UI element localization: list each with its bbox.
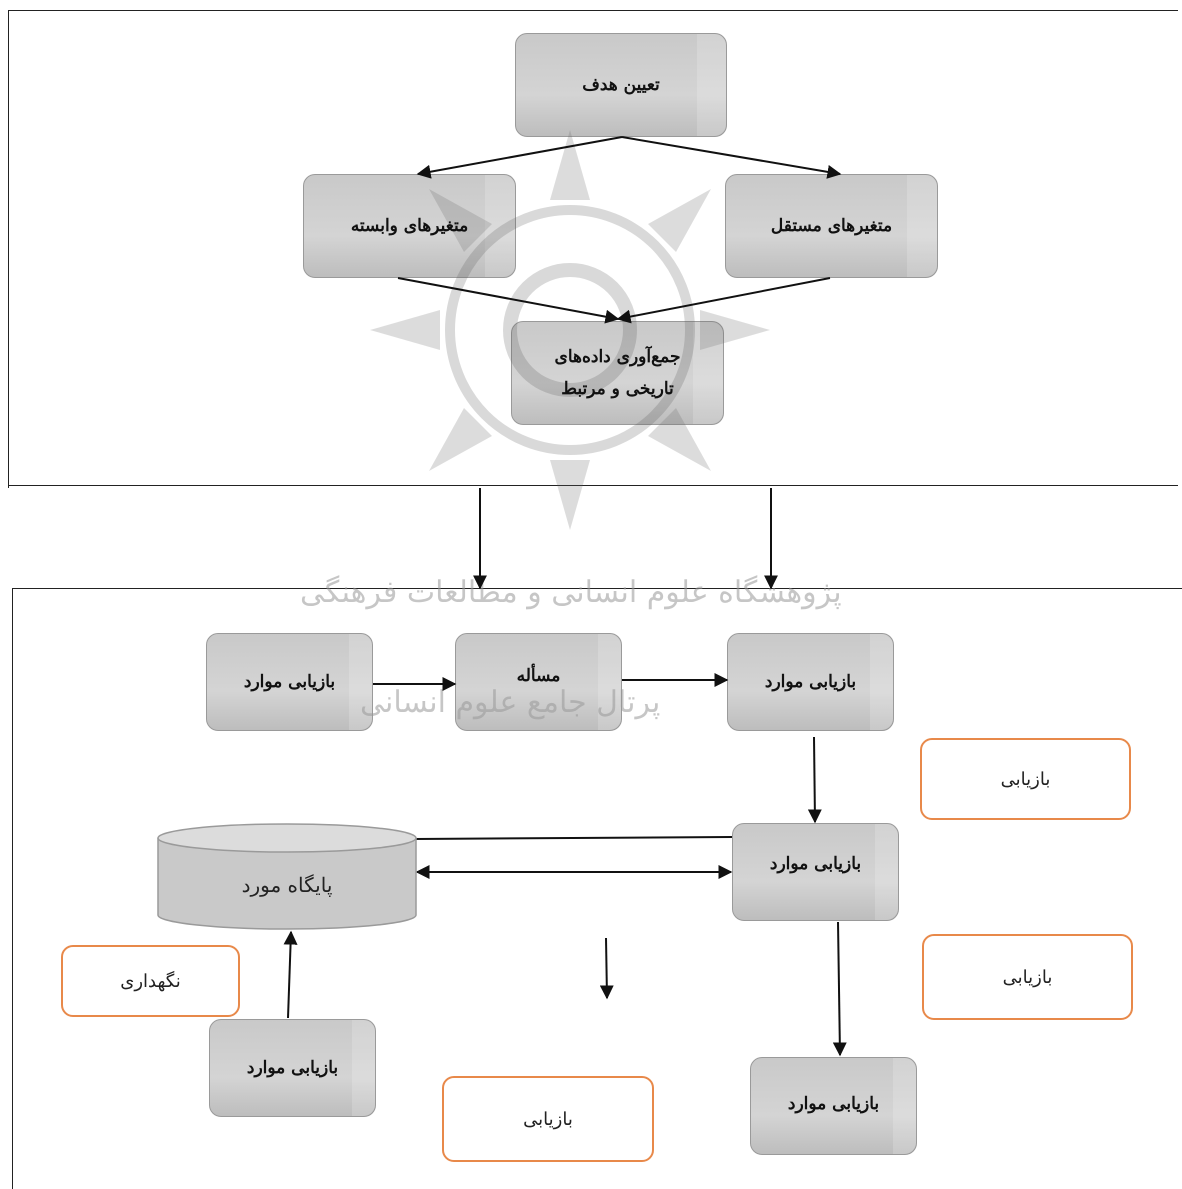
- evaluation-label-3: بازیابی: [523, 1108, 573, 1130]
- watermark-line1: پژوهشگاه علوم انسانی و مطالعات فرهنگی: [300, 575, 842, 610]
- data-collection-label-2: تاریخی و مرتبط: [561, 379, 674, 399]
- case-base-cylinder: [157, 823, 417, 930]
- bottom-right-retrieve-box: بازیابی موارد: [750, 1057, 917, 1155]
- arrow-independent-to-data: [616, 277, 831, 324]
- top-frame-left-border: [8, 10, 9, 488]
- watermark-line2: پرتال جامع علوم انسانی: [360, 685, 661, 720]
- top-frame-bottom-border: [8, 485, 1178, 486]
- evaluation-box-3: بازیابی: [442, 1076, 654, 1162]
- right-retrieve-box: بازیابی موارد: [727, 633, 894, 731]
- bottom-frame-top-border: [12, 588, 1182, 589]
- top-frame-top-border: [8, 10, 1178, 11]
- dependent-variables-label: متغیرهای وابسته: [350, 215, 469, 236]
- case-base-label: پایگاه مورد: [241, 873, 333, 897]
- problem-box: مسأله: [455, 633, 622, 731]
- evaluation-box-2: بازیابی: [922, 934, 1133, 1020]
- problem-label: مسأله: [516, 666, 561, 686]
- bottom-frame-left-border: [12, 588, 13, 1189]
- goal-label: تعیین هدف: [582, 74, 660, 95]
- left-retrieve-label: بازیابی موارد: [243, 671, 336, 692]
- evaluation-label-1: بازیابی: [1000, 768, 1051, 790]
- arrow-goal-to-dependent: [416, 136, 623, 179]
- middle-retrieve-label: بازیابی موارد: [769, 854, 862, 874]
- goal-box: تعیین هدف: [515, 33, 727, 137]
- right-retrieve-label: بازیابی موارد: [764, 671, 857, 692]
- evaluation-label-2: بازیابی: [1002, 966, 1053, 988]
- independent-variables-box: متغیرهای مستقل: [725, 174, 938, 278]
- maintenance-box: نگهداری: [61, 945, 240, 1017]
- watermark-emblem: [370, 130, 770, 530]
- middle-retrieve-box: بازیابی موارد: [732, 823, 899, 921]
- bottom-left-retrieve-label: بازیابی موارد: [246, 1057, 339, 1078]
- arrow-middle-to-bottom-right: [832, 921, 847, 1057]
- bottom-left-retrieve-box: بازیابی موارد: [209, 1019, 376, 1117]
- line-casebase-top: [414, 836, 733, 840]
- arrow-dependent-to-data: [397, 277, 620, 324]
- arrow-bottom-left-to-casebase: [283, 930, 298, 1019]
- dependent-variables-box: متغیرهای وابسته: [303, 174, 516, 278]
- evaluation-box-1: بازیابی: [920, 738, 1131, 820]
- data-collection-box: جمع‌آوری داده‌های تاریخی و مرتبط: [511, 321, 724, 425]
- arrow-standalone: [599, 937, 614, 1000]
- independent-variables-label: متغیرهای مستقل: [770, 215, 893, 236]
- data-collection-label-1: جمع‌آوری داده‌های: [554, 346, 681, 367]
- bottom-right-retrieve-label: بازیابی موارد: [787, 1094, 880, 1114]
- arrow-right-to-middle: [807, 736, 822, 824]
- left-retrieve-box: بازیابی موارد: [206, 633, 373, 731]
- arrow-goal-to-independent: [621, 136, 842, 179]
- maintenance-label: نگهداری: [120, 970, 181, 992]
